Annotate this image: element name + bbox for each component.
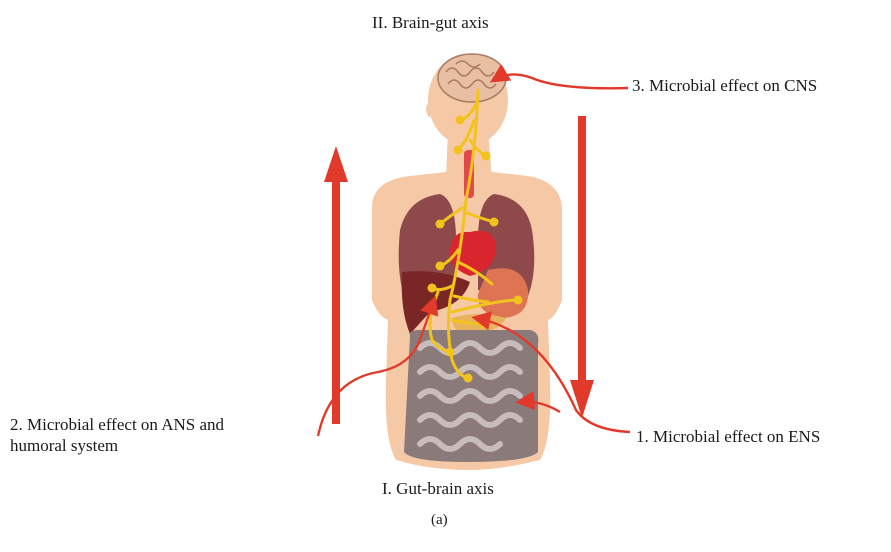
cns-effect-label: 3. Microbial effect on CNS: [632, 75, 817, 96]
figure-panel-label: (a): [431, 510, 448, 531]
ans-effect-label-line1: 2. Microbial effect on ANS and: [10, 414, 224, 435]
down-arrow-head: [570, 380, 594, 418]
cns-callout-arrow: [494, 74, 628, 88]
gut-brain-axis-label: I. Gut-brain axis: [382, 478, 494, 499]
up-arrow-head: [324, 146, 348, 182]
brain-gut-axis-label: II. Brain-gut axis: [372, 12, 489, 33]
intestines: [404, 330, 538, 462]
ans-effect-label: 2. Microbial effect on ANS and humoral s…: [10, 414, 224, 456]
ans-effect-label-line2: humoral system: [10, 435, 224, 456]
ens-effect-label: 1. Microbial effect on ENS: [636, 426, 820, 447]
